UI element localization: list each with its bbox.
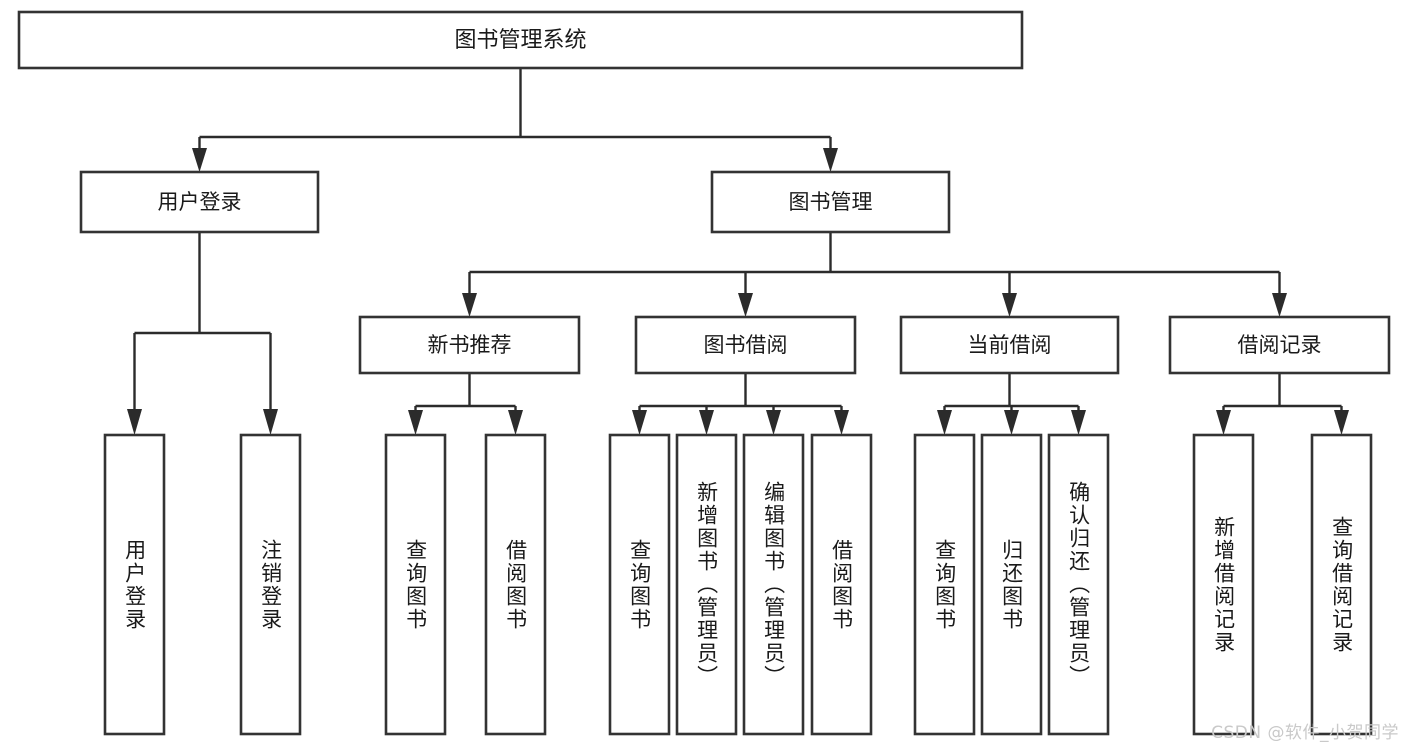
arrow-recommend [462, 293, 477, 317]
node-root-label: 图书管理系统 [454, 28, 586, 53]
leaf-recommend-2[interactable]: 借阅图书 [484, 433, 547, 736]
leaf-user-login-1-box[interactable] [103, 433, 166, 736]
node-book-manage[interactable]: 图书管理 [710, 170, 951, 234]
leaf-book-borrow-3-label: 编辑图书（管理员） [761, 481, 786, 688]
leaf-record-1-label-wrap: 新增借阅记录 [1194, 435, 1253, 734]
node-current-borrow-box[interactable] [899, 315, 1120, 375]
leaf-user-login-2-label-wrap: 注销登录 [241, 435, 300, 734]
leaf-current-1-label-wrap: 查询图书 [915, 435, 974, 734]
leaf-book-borrow-1[interactable]: 查询图书 [608, 433, 671, 736]
leaf-user-login-1[interactable]: 用户登录 [103, 433, 166, 736]
node-new-book-recommend-label: 新书推荐 [428, 333, 512, 357]
leaf-book-borrow-4-label: 借阅图书 [829, 538, 854, 631]
node-borrow-record-label: 借阅记录 [1238, 333, 1322, 357]
arrow-book-borrow-leaf2 [699, 410, 714, 435]
node-book-borrow[interactable]: 图书借阅 [634, 315, 857, 375]
leaf-recommend-2-box[interactable] [484, 433, 547, 736]
leaf-book-borrow-4[interactable]: 借阅图书 [810, 433, 873, 736]
leaf-book-borrow-1-label: 查询图书 [627, 538, 652, 631]
node-book-manage-label: 图书管理 [789, 190, 873, 214]
arrow-book-borrow-leaf1 [632, 410, 647, 435]
node-current-borrow[interactable]: 当前借阅 [899, 315, 1120, 375]
leaf-book-borrow-2-label-wrap: 新增图书（管理员） [677, 435, 736, 734]
leaf-record-1-box[interactable] [1192, 433, 1255, 736]
leaf-user-login-1-label: 用户登录 [122, 538, 147, 631]
leaf-book-borrow-2-box[interactable] [675, 433, 738, 736]
arrow-borrow-record [1272, 293, 1287, 317]
leaf-current-3[interactable]: 确认归还（管理员） [1047, 433, 1110, 736]
arrow-user-login-leaf2 [263, 409, 278, 435]
node-root[interactable]: 图书管理系统 [17, 10, 1024, 70]
arrow-recommend-leaf1 [408, 410, 423, 435]
node-new-book-recommend[interactable]: 新书推荐 [358, 315, 581, 375]
leaf-recommend-1-label: 查询图书 [403, 538, 428, 631]
node-user-login-box[interactable] [79, 170, 320, 234]
leaf-book-borrow-3-label-wrap: 编辑图书（管理员） [744, 435, 803, 734]
arrow-current-leaf1 [937, 410, 952, 435]
leaf-recommend-1-label-wrap: 查询图书 [386, 435, 445, 734]
leaf-recommend-1-box[interactable] [384, 433, 447, 736]
node-borrow-record[interactable]: 借阅记录 [1168, 315, 1391, 375]
leaf-book-borrow-1-label-wrap: 查询图书 [610, 435, 669, 734]
leaf-current-3-box[interactable] [1047, 433, 1110, 736]
node-book-borrow-label: 图书借阅 [704, 333, 788, 357]
leaf-user-login-1-label-wrap: 用户登录 [105, 435, 164, 734]
leaf-book-borrow-1-box[interactable] [608, 433, 671, 736]
leaf-record-2-label-wrap: 查询借阅记录 [1312, 435, 1371, 734]
leaf-user-login-2-label: 注销登录 [258, 538, 283, 631]
leaf-current-2-box[interactable] [980, 433, 1043, 736]
arrow-current-leaf3 [1071, 410, 1086, 435]
node-user-login[interactable]: 用户登录 [79, 170, 320, 234]
node-user-login-label: 用户登录 [158, 190, 242, 214]
leaf-current-2-label: 归还图书 [999, 538, 1024, 631]
arrow-book-borrow-leaf3 [766, 410, 781, 435]
leaf-book-borrow-2-label: 新增图书（管理员） [694, 481, 719, 688]
leaf-record-1-label: 新增借阅记录 [1211, 515, 1236, 654]
arrow-book-manage [823, 148, 838, 172]
leaf-current-3-label-wrap: 确认归还（管理员） [1049, 435, 1108, 734]
arrow-book-borrow-leaf4 [834, 410, 849, 435]
arrow-record-leaf2 [1334, 410, 1349, 435]
leaf-book-borrow-2[interactable]: 新增图书（管理员） [675, 433, 738, 736]
leaf-record-2-box[interactable] [1310, 433, 1373, 736]
leaf-record-1[interactable]: 新增借阅记录 [1192, 433, 1255, 736]
arrow-recommend-leaf2 [508, 410, 523, 435]
leaf-record-2[interactable]: 查询借阅记录 [1310, 433, 1373, 736]
leaf-current-1-label: 查询图书 [932, 538, 957, 631]
leaf-current-1-box[interactable] [913, 433, 976, 736]
leaf-user-login-2-box[interactable] [239, 433, 302, 736]
node-current-borrow-label: 当前借阅 [968, 333, 1052, 357]
arrow-record-leaf1 [1216, 410, 1231, 435]
node-new-book-recommend-box[interactable] [358, 315, 581, 375]
leaf-book-borrow-3[interactable]: 编辑图书（管理员） [742, 433, 805, 736]
leaf-record-2-label: 查询借阅记录 [1329, 515, 1354, 654]
node-root-box[interactable] [17, 10, 1024, 70]
leaf-user-login-2[interactable]: 注销登录 [239, 433, 302, 736]
leaf-book-borrow-4-box[interactable] [810, 433, 873, 736]
leaf-book-borrow-4-label-wrap: 借阅图书 [812, 435, 871, 734]
leaf-book-borrow-3-box[interactable] [742, 433, 805, 736]
arrow-current-borrow [1002, 293, 1017, 317]
leaf-current-2[interactable]: 归还图书 [980, 433, 1043, 736]
node-book-borrow-box[interactable] [634, 315, 857, 375]
connector-layer [127, 68, 1349, 435]
leaf-current-1[interactable]: 查询图书 [913, 433, 976, 736]
arrow-user-login-leaf1 [127, 409, 142, 435]
leaf-current-3-label: 确认归还（管理员） [1066, 481, 1091, 688]
node-book-manage-box[interactable] [710, 170, 951, 234]
arrow-current-leaf2 [1004, 410, 1019, 435]
node-borrow-record-box[interactable] [1168, 315, 1391, 375]
leaf-recommend-2-label: 借阅图书 [503, 538, 528, 631]
leaf-recommend-2-label-wrap: 借阅图书 [486, 435, 545, 734]
leaf-current-2-label-wrap: 归还图书 [982, 435, 1041, 734]
arrow-user-login [192, 148, 207, 172]
arrow-book-borrow [738, 293, 753, 317]
leaf-recommend-1[interactable]: 查询图书 [384, 433, 447, 736]
